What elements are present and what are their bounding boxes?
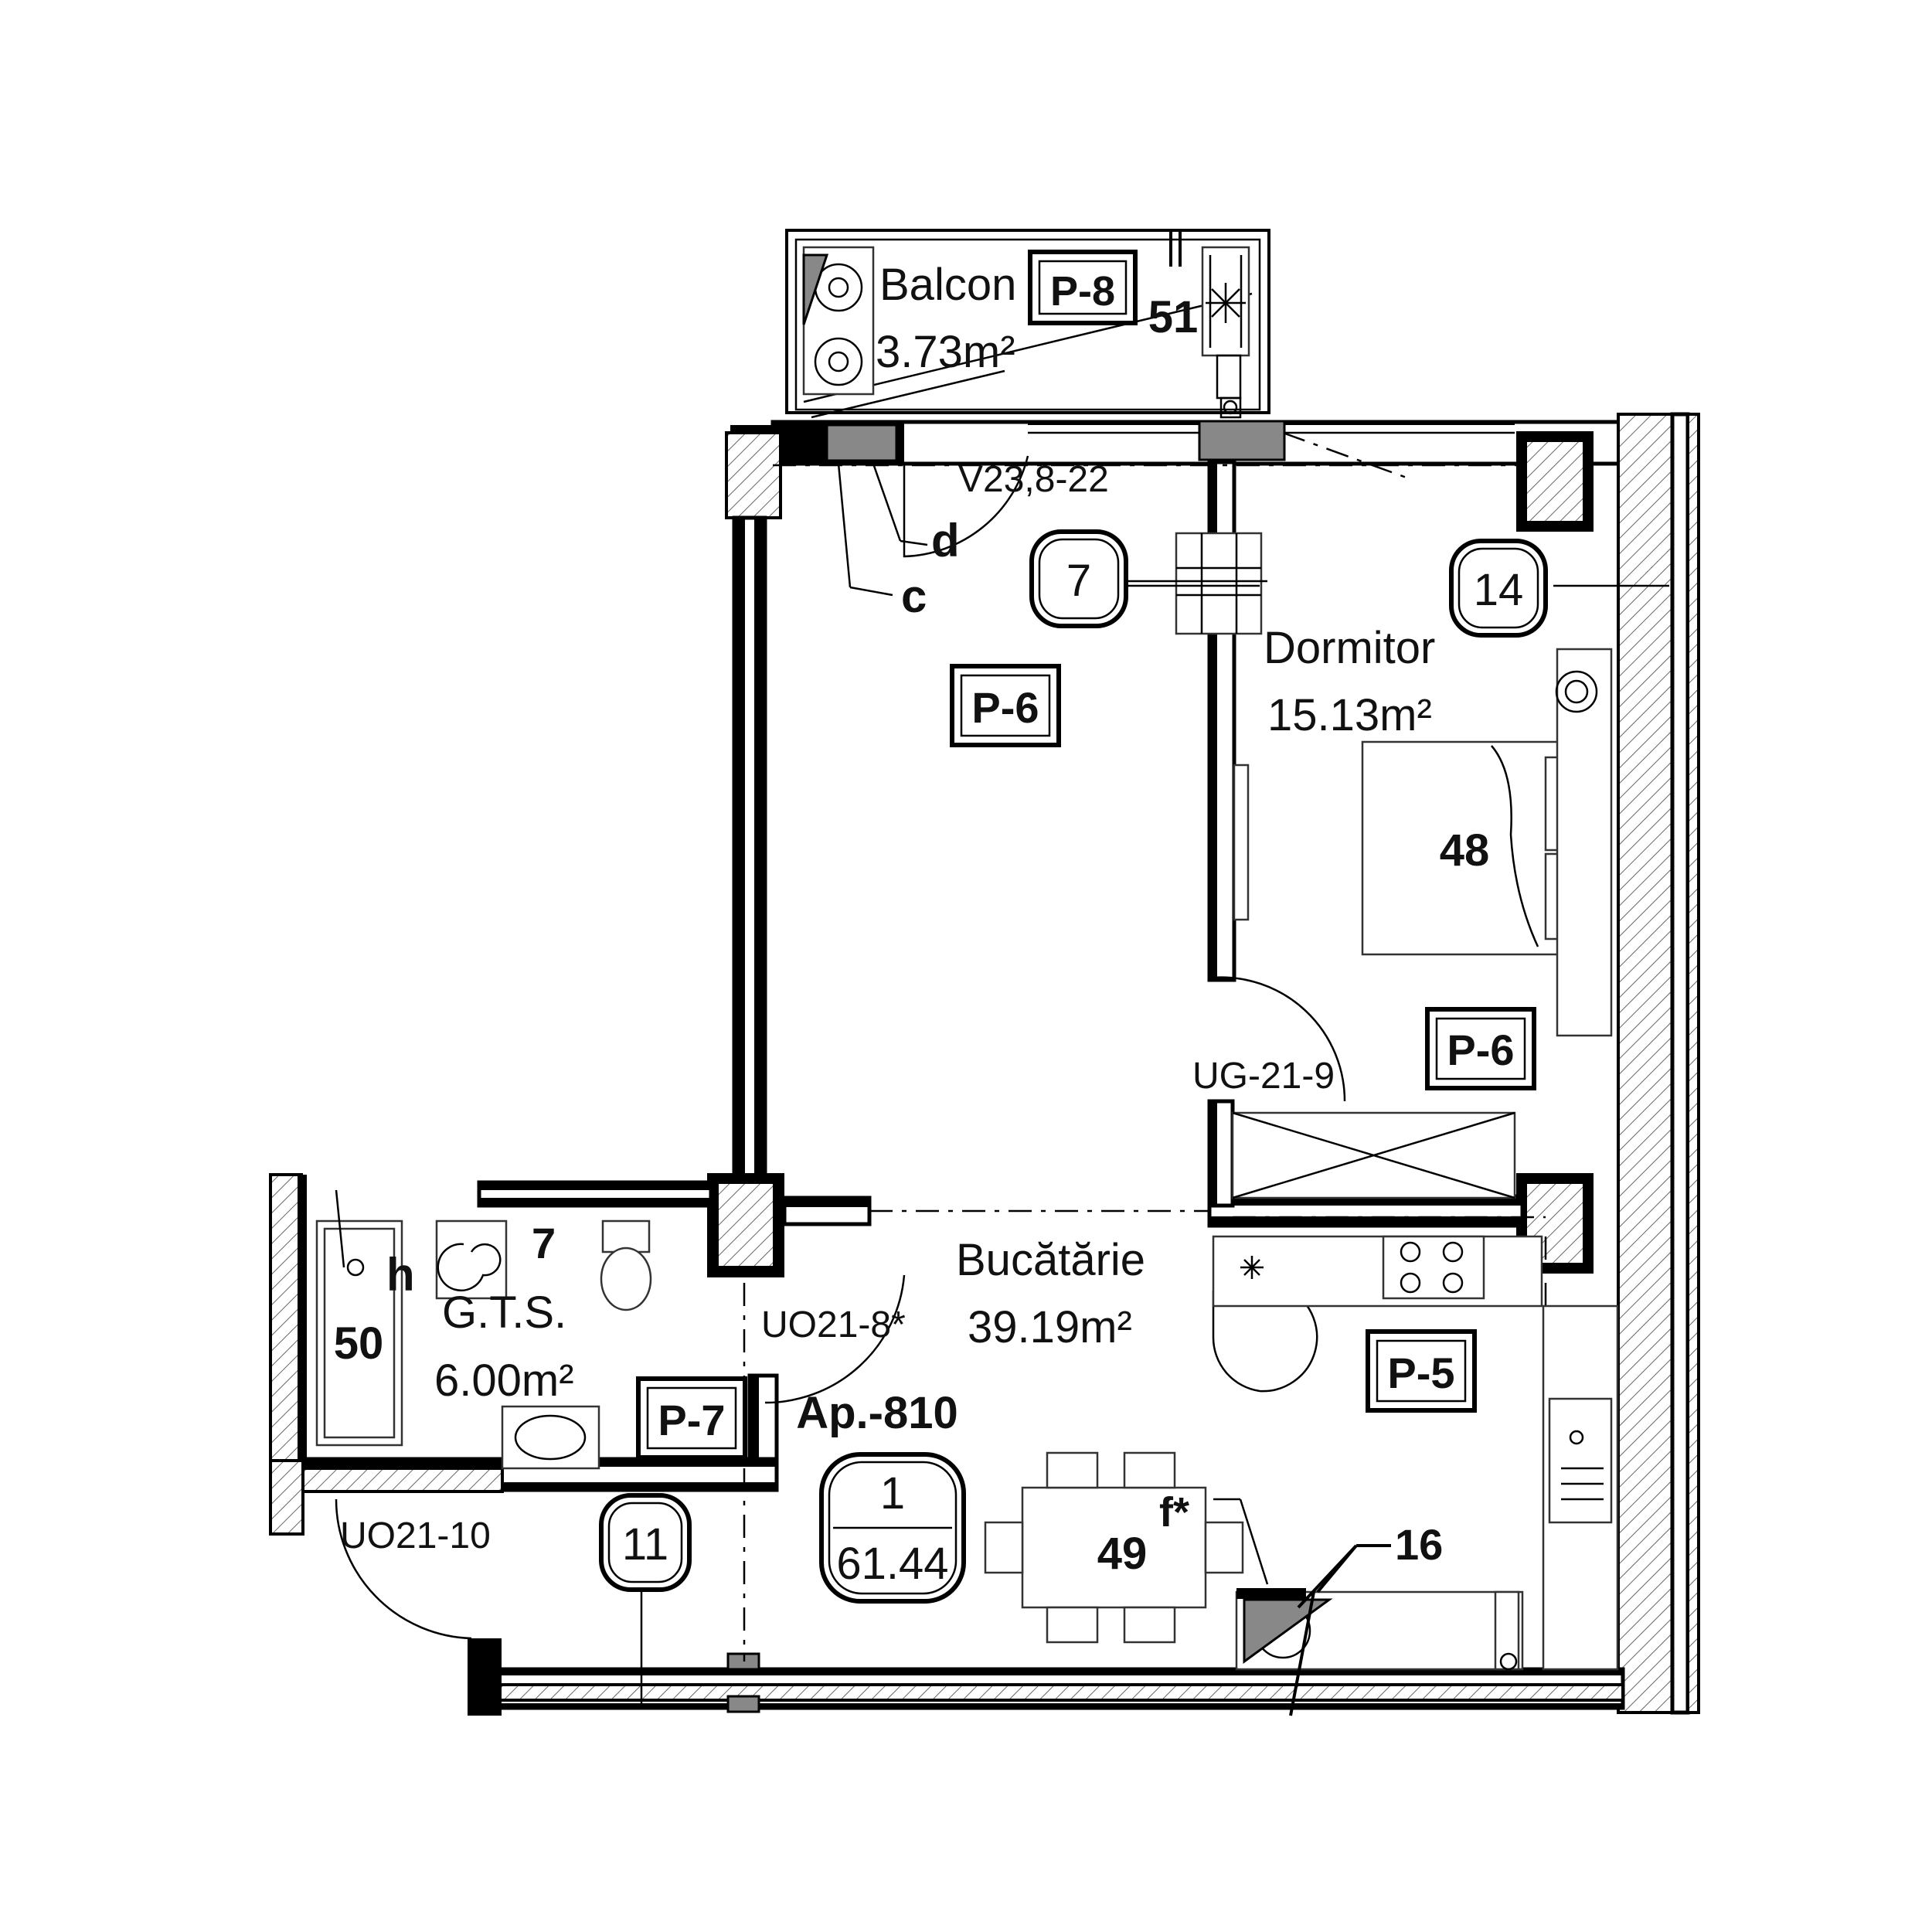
bedroom-door-label: UG-21-9 [1192,1056,1335,1097]
room-boundaries [743,464,1547,1662]
kitchen-area: 39.19m² [968,1302,1132,1352]
markers: d c h f* 7 16 [335,463,1443,1585]
bedroom-area: 15.13m² [1267,690,1432,740]
bedroom-furniture [1121,532,1669,1199]
room-labels: Balcon 3.73m² Dormitor 15.13m² Bucătărie… [434,260,1435,1406]
marker-7-bath: 7 [532,1219,556,1267]
bedroom-name: Dormitor [1264,623,1435,673]
marker-f: f* [1159,1489,1189,1536]
bathtub-number: 50 [334,1318,384,1369]
kitchen-furniture [315,1219,1619,1716]
bedroom-code: P-6 [1447,1026,1514,1074]
callout-14: 14 [1474,565,1524,615]
kitchen-code: P-5 [1387,1349,1454,1397]
door-labels: V23,8-22 UG-21-9 UO21-8* UO21-10 [340,459,1335,1556]
apartment-area: 61.44 [836,1539,948,1589]
doors-windows [335,420,1515,1640]
apartment-label: Ap.-810 [796,1388,958,1438]
balcony-name: Balcon [879,260,1016,310]
room-codes: P-8 P-6 P-6 P-5 P-7 [636,250,1536,1460]
bathroom-door-label: UO21-8* [761,1304,906,1345]
balcony-area [785,229,1270,419]
callout-11: 11 [622,1519,668,1570]
balcony-door-label: V23,8-22 [958,459,1109,500]
bathroom-name: G.T.S. [442,1287,566,1338]
apartment-rooms: 1 [880,1468,905,1519]
bathroom-area: 6.00m² [434,1355,574,1406]
apartment-tag: Ap.-810 1 61.44 [796,1388,966,1604]
marker-16: 16 [1395,1520,1443,1569]
callouts: 7 14 11 [599,529,1548,1708]
hall-code: P-6 [971,683,1039,732]
balcony-furniture-number: 51 [1148,292,1199,342]
sparkle-icon [1240,1256,1264,1279]
flower-icon [1555,670,1598,713]
furniture-numbers: 51 48 49 50 [334,292,1490,1579]
bathroom-code: P-7 [658,1396,725,1444]
table-number: 49 [1097,1529,1148,1579]
balcony-area: 3.73m² [876,327,1015,377]
kitchen-name: Bucătărie [956,1235,1145,1285]
callout-7: 7 [1066,556,1091,606]
balcony-code: P-8 [1050,268,1115,315]
bed-number: 48 [1440,825,1490,876]
marker-c: c [901,570,927,622]
marker-h: h [386,1249,415,1301]
entry-door-label: UO21-10 [340,1515,491,1556]
snowflake-icon [1206,283,1246,323]
marker-d: d [931,515,960,566]
